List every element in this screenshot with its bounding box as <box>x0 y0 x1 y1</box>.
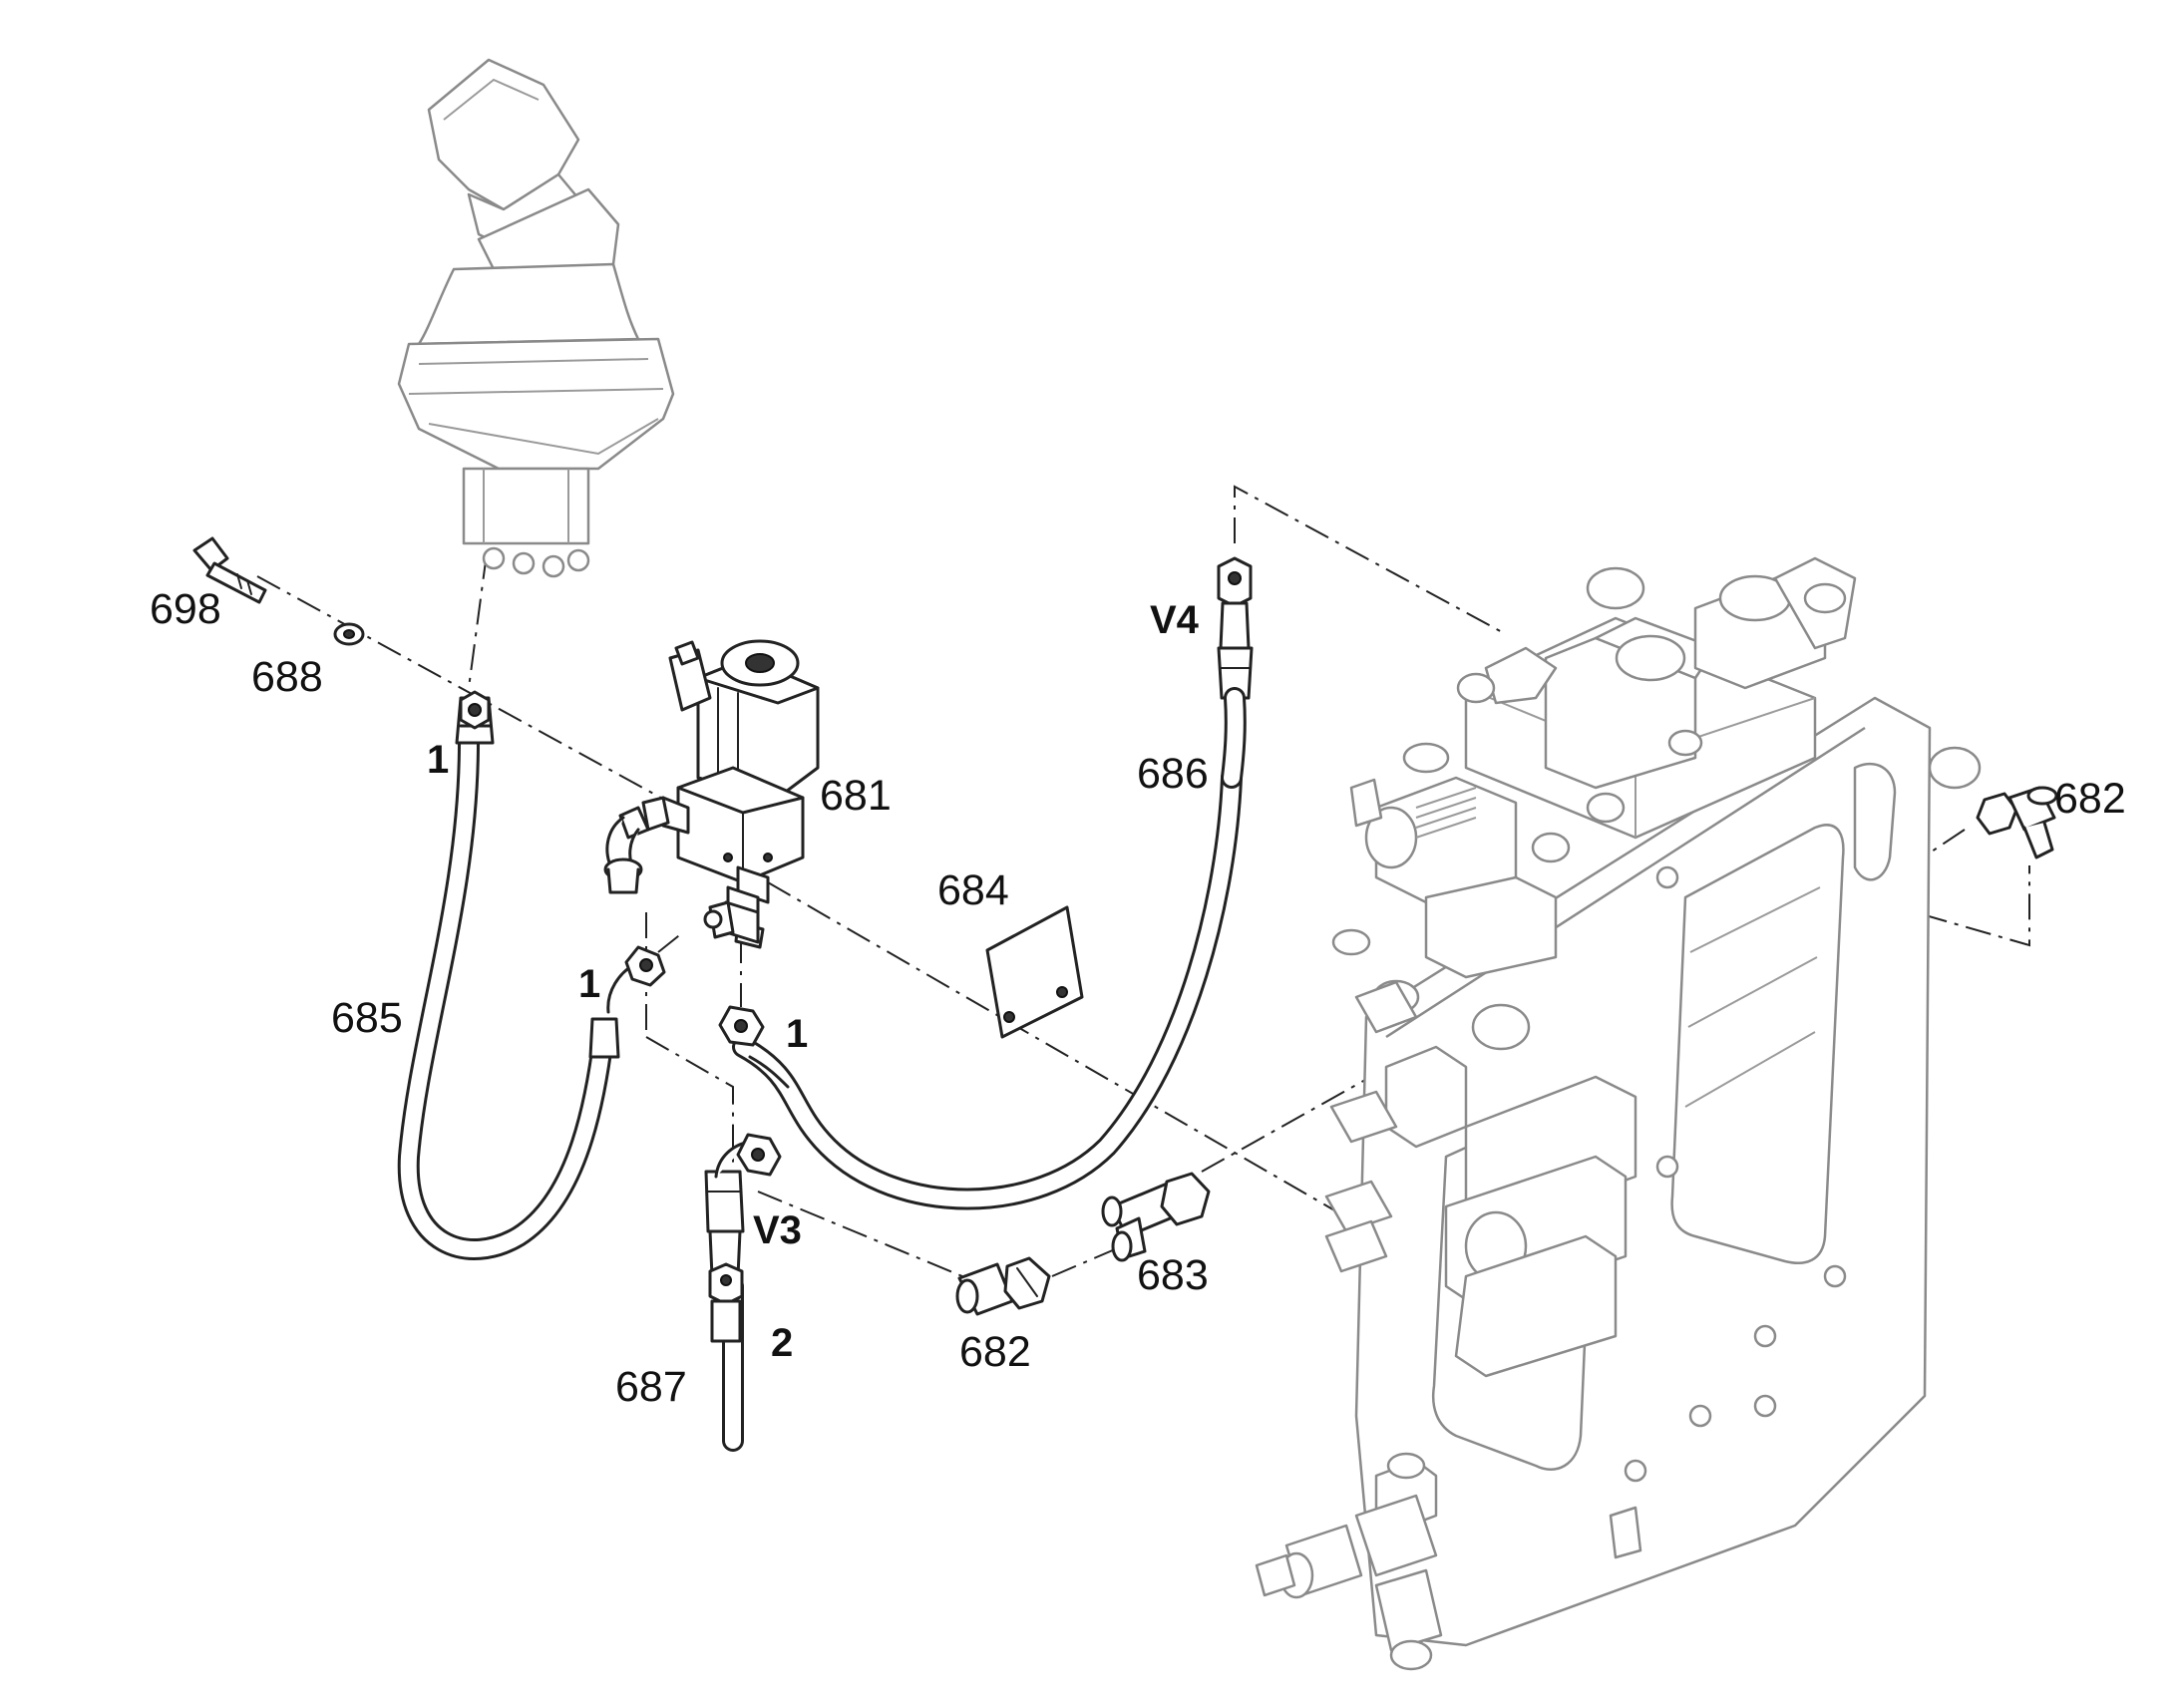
elbow-fitting-682-lower <box>955 1256 1051 1316</box>
callout-682-lower: 682 <box>959 1328 1031 1376</box>
callout-686: 686 <box>1137 750 1209 798</box>
elbow-fitting-682-right <box>1976 786 2058 859</box>
port-labels: 1 1 1 V4 V3 2 <box>427 598 1200 1365</box>
port-label-v3: V3 <box>753 1208 802 1252</box>
hose-686 <box>1217 556 1254 789</box>
hose-687 <box>704 1133 782 1452</box>
port-label-v4: V4 <box>1150 598 1200 642</box>
callout-labels: 698 688 681 686 684 685 682 683 682 687 <box>150 585 2126 1411</box>
control-valve-block <box>1255 556 1982 1671</box>
port-label-1-middle: 1 <box>786 1012 808 1056</box>
tee-fitting-683 <box>1101 1172 1211 1262</box>
solenoid-valve-681 <box>603 639 820 949</box>
port-label-1-elbow: 1 <box>578 962 600 1006</box>
cover-plate-684 <box>985 905 1084 1039</box>
callout-687: 687 <box>615 1363 687 1411</box>
bolt-698 <box>192 536 267 604</box>
callout-682-right: 682 <box>2054 775 2126 823</box>
callout-685: 685 <box>331 994 403 1042</box>
callout-688: 688 <box>251 653 323 701</box>
port-label-1-hose-685: 1 <box>427 738 449 782</box>
callout-684: 684 <box>937 866 1009 914</box>
callout-698: 698 <box>150 585 221 633</box>
callout-683: 683 <box>1137 1251 1209 1299</box>
hose-port-1-elbow <box>718 767 1243 1210</box>
callout-681: 681 <box>820 772 892 820</box>
washer-688 <box>333 622 365 646</box>
joystick-assembly <box>397 58 675 578</box>
hose-685 <box>397 690 666 1260</box>
port-label-2: 2 <box>771 1321 793 1365</box>
